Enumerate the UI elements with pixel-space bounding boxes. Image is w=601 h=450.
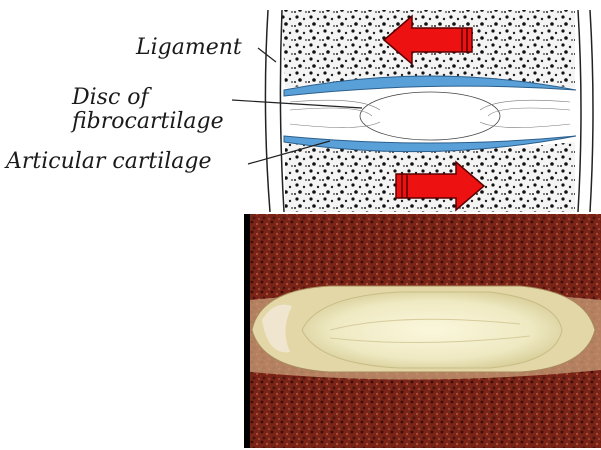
ligament-band-right (578, 10, 593, 212)
label-fibrocartilage: fibrocartilage (72, 110, 224, 134)
specimen-nucleus (302, 292, 562, 368)
fibrocartilage-disc (290, 92, 570, 140)
label-articular-cartilage: Articular cartilage (6, 150, 212, 174)
label-disc-of: Disc of (72, 86, 149, 110)
specimen-photo (244, 214, 601, 450)
label-ligament: Ligament (136, 36, 242, 60)
ligament-band-left (265, 10, 284, 212)
leader-ligament (258, 48, 276, 62)
